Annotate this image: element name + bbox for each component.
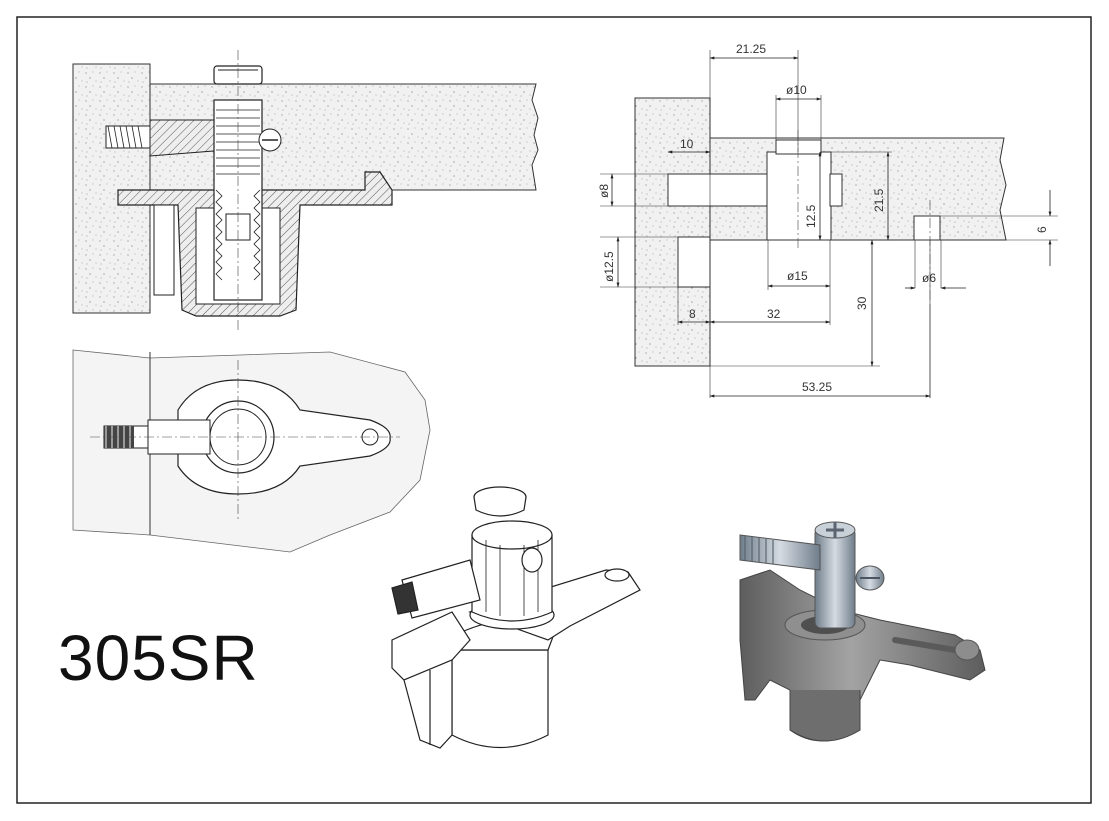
dim-10: 10 [680, 137, 694, 151]
dim-30: 30 [855, 296, 869, 310]
dim-21-25: 21.25 [736, 42, 766, 56]
sheet-border [16, 16, 1092, 804]
dim-53-25: 53.25 [802, 380, 832, 394]
dim-32: 32 [767, 307, 781, 321]
dim-21-5: 21.5 [872, 188, 886, 212]
section-view [72, 50, 539, 330]
dim-dia-10: ø10 [786, 83, 807, 97]
dim-dia-15: ø15 [787, 269, 808, 283]
product-photo [739, 521, 986, 742]
dim-12-5: 12.5 [804, 204, 818, 228]
isometric-line-drawing [391, 486, 641, 749]
plan-view [72, 349, 431, 553]
dim-8: 8 [689, 307, 696, 321]
drilling-diagram: 21.25 ø10 10 ø8 12.5 21.5 6 ø12.5 ø15 ø6… [597, 42, 1058, 398]
dim-6: 6 [1035, 226, 1049, 233]
dim-dia-12-5: ø12.5 [602, 251, 616, 282]
product-code: 305SR [58, 622, 259, 694]
dim-dia-6: ø6 [922, 271, 936, 285]
dim-dia-8: ø8 [597, 184, 611, 198]
